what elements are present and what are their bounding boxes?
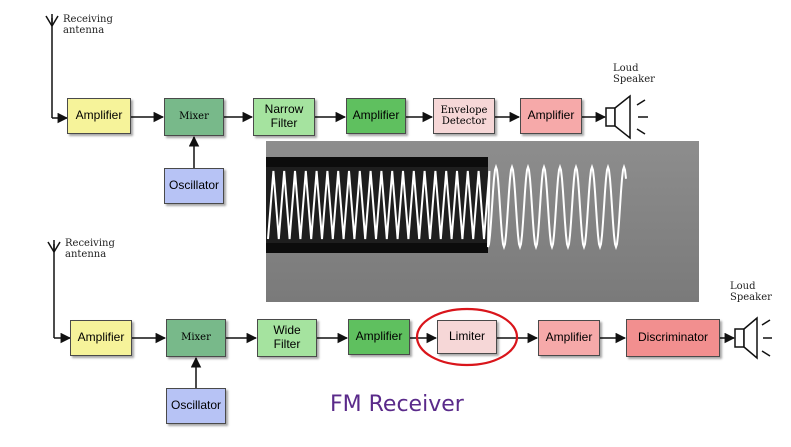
diagram-caption: FM Receiver bbox=[330, 392, 464, 417]
scope-black-band-bottom bbox=[266, 243, 488, 253]
fm-chain-arrows bbox=[132, 332, 736, 388]
am-oscillator-block: Oscillator bbox=[164, 168, 224, 204]
fm-mixer-block: Mixer bbox=[166, 319, 226, 357]
am-mixer-block: Mixer bbox=[164, 98, 224, 136]
limiter-highlight-circle bbox=[415, 307, 519, 367]
fm-wide-filter-block: Wide Filter bbox=[257, 319, 317, 357]
fm-amplifier-3-block: Amplifier bbox=[538, 320, 600, 356]
am-antenna-icon bbox=[45, 14, 69, 124]
waveform-trace bbox=[267, 163, 627, 251]
am-amplifier-1-block: Amplifier bbox=[67, 98, 131, 134]
am-chain-arrows bbox=[131, 111, 607, 168]
am-antenna-label: Receiving antenna bbox=[63, 14, 113, 36]
am-envelope-detector-block: Envelope Detector bbox=[433, 98, 495, 134]
fm-amplifier-2-block: Amplifier bbox=[348, 319, 410, 355]
fm-speaker-label: Loud Speaker bbox=[730, 281, 772, 303]
fm-loudspeaker-icon bbox=[734, 316, 772, 360]
fm-discriminator-block: Discriminator bbox=[626, 319, 720, 357]
am-narrow-filter-block: Narrow Filter bbox=[253, 98, 315, 136]
fm-antenna-icon bbox=[47, 240, 72, 344]
waveform-svg: ˉˉˉ bbox=[266, 135, 627, 253]
fm-oscillator-block: Oscillator bbox=[166, 388, 226, 424]
fm-amplifier-1-block: Amplifier bbox=[70, 320, 132, 356]
scope-faint-text: ˉˉˉ bbox=[502, 141, 529, 156]
scope-black-band-top bbox=[266, 157, 488, 167]
fm-limiter-block: Limiter bbox=[437, 320, 497, 354]
am-speaker-label: Loud Speaker bbox=[613, 63, 655, 85]
fm-antenna-label: Receiving antenna bbox=[65, 238, 115, 260]
am-loudspeaker-icon bbox=[605, 94, 648, 140]
am-amplifier-3-block: Amplifier bbox=[520, 98, 582, 134]
am-amplifier-2-block: Amplifier bbox=[346, 98, 406, 134]
waveform-scope-image: ˉˉˉ bbox=[266, 135, 699, 302]
